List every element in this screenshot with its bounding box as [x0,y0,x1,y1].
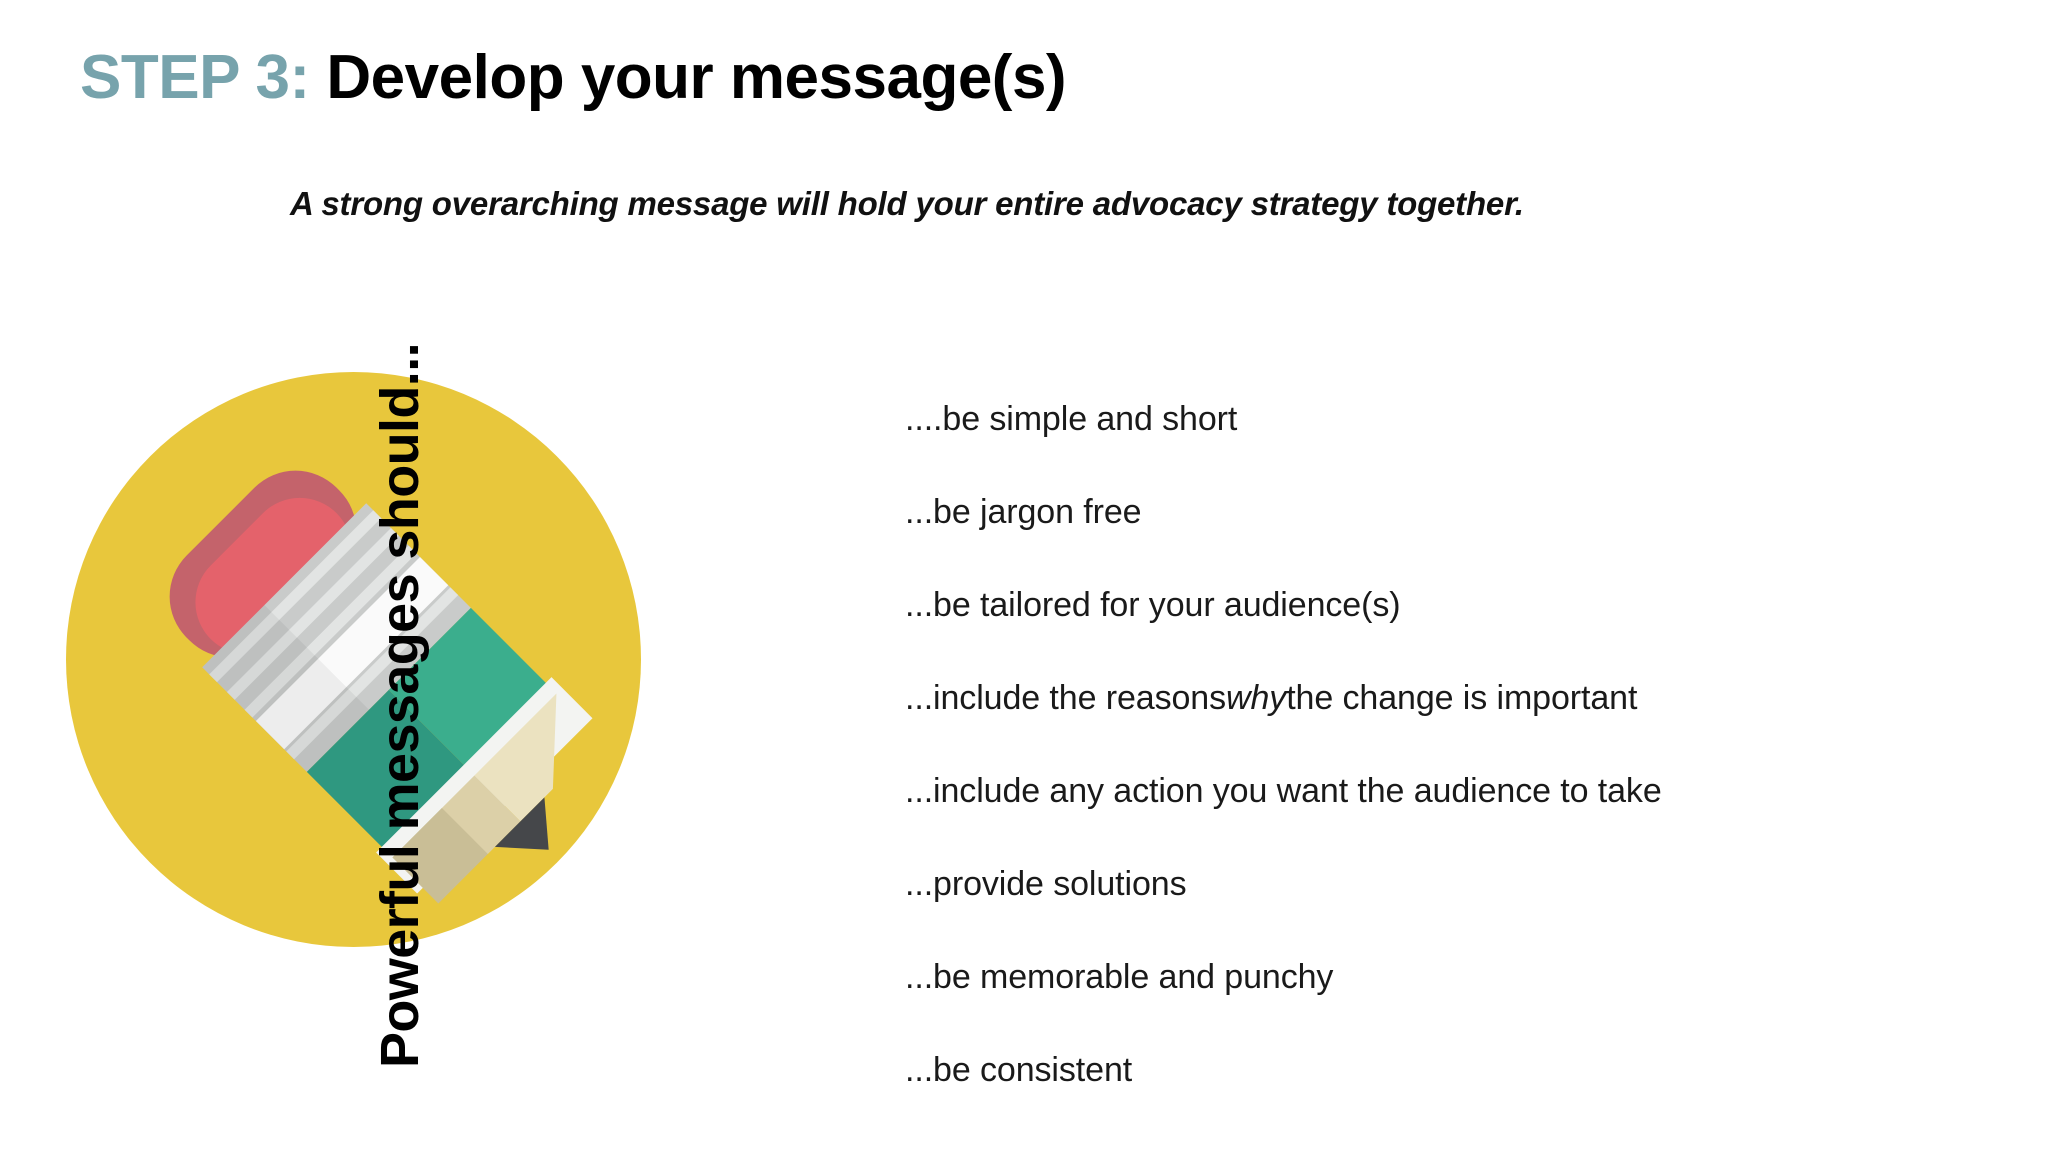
list-item: ...be tailored for your audience(s) [905,558,1965,651]
list-item: ...include any action you want the audie… [905,744,1965,837]
ferrule-shadow [202,605,370,772]
message-list: ....be simple and short ...be jargon fre… [905,372,1965,1116]
ferrule-ridge [244,545,417,718]
ferrule-white-band [255,556,449,750]
list-item: ...be memorable and punchy [905,930,1965,1023]
list-item-text-pre: include the reasons [933,678,1227,717]
list-item-text: include any action you want the audience… [933,771,1662,810]
list-item: ...be jargon free [905,465,1965,558]
eraser-inner [195,497,352,655]
list-item-text: be jargon free [933,492,1142,531]
list-item-prefix: ... [905,771,934,810]
slide-subtitle: A strong overarching message will hold y… [290,185,1524,222]
list-item-text: be consistent [933,1050,1133,1089]
ferrule-ridge [226,527,399,700]
list-item-prefix: ... [905,678,934,717]
list-item: ...be consistent [905,1023,1965,1116]
list-item-text: be tailored for your audience(s) [933,585,1401,624]
graphite-tip [494,797,549,850]
list-item-prefix: ... [905,1050,934,1089]
list-item-text: provide solutions [933,864,1187,903]
list-item-prefix: ... [905,957,934,996]
list-item-text: be simple and short [942,399,1238,438]
page-title: STEP 3: Develop your message(s) [80,43,1067,112]
wood-dark-facet [392,807,488,904]
list-item: ...include the reasons why the change is… [905,651,1965,744]
list-item-prefix: ... [905,864,934,903]
list-item-text: be memorable and punchy [933,957,1334,996]
vertical-heading: Powerful messages should... [369,342,430,1068]
ferrule-ridge [209,510,382,683]
ferrule-ridge [286,587,459,760]
step-label: STEP 3: [80,43,310,112]
list-item-prefix: .... [905,399,943,438]
list-item-text-post: the change is important [1286,678,1638,717]
list-item: ....be simple and short [905,372,1965,465]
pencil-icon [66,372,641,947]
list-item-emphasis: why [1226,678,1287,717]
list-item: ...provide solutions [905,837,1965,930]
title-main-text: Develop your message(s) [326,43,1067,112]
list-item-prefix: ... [905,585,934,624]
ferrule-base [202,503,471,772]
list-item-prefix: ... [905,492,934,531]
wood-light-facet [474,693,557,822]
